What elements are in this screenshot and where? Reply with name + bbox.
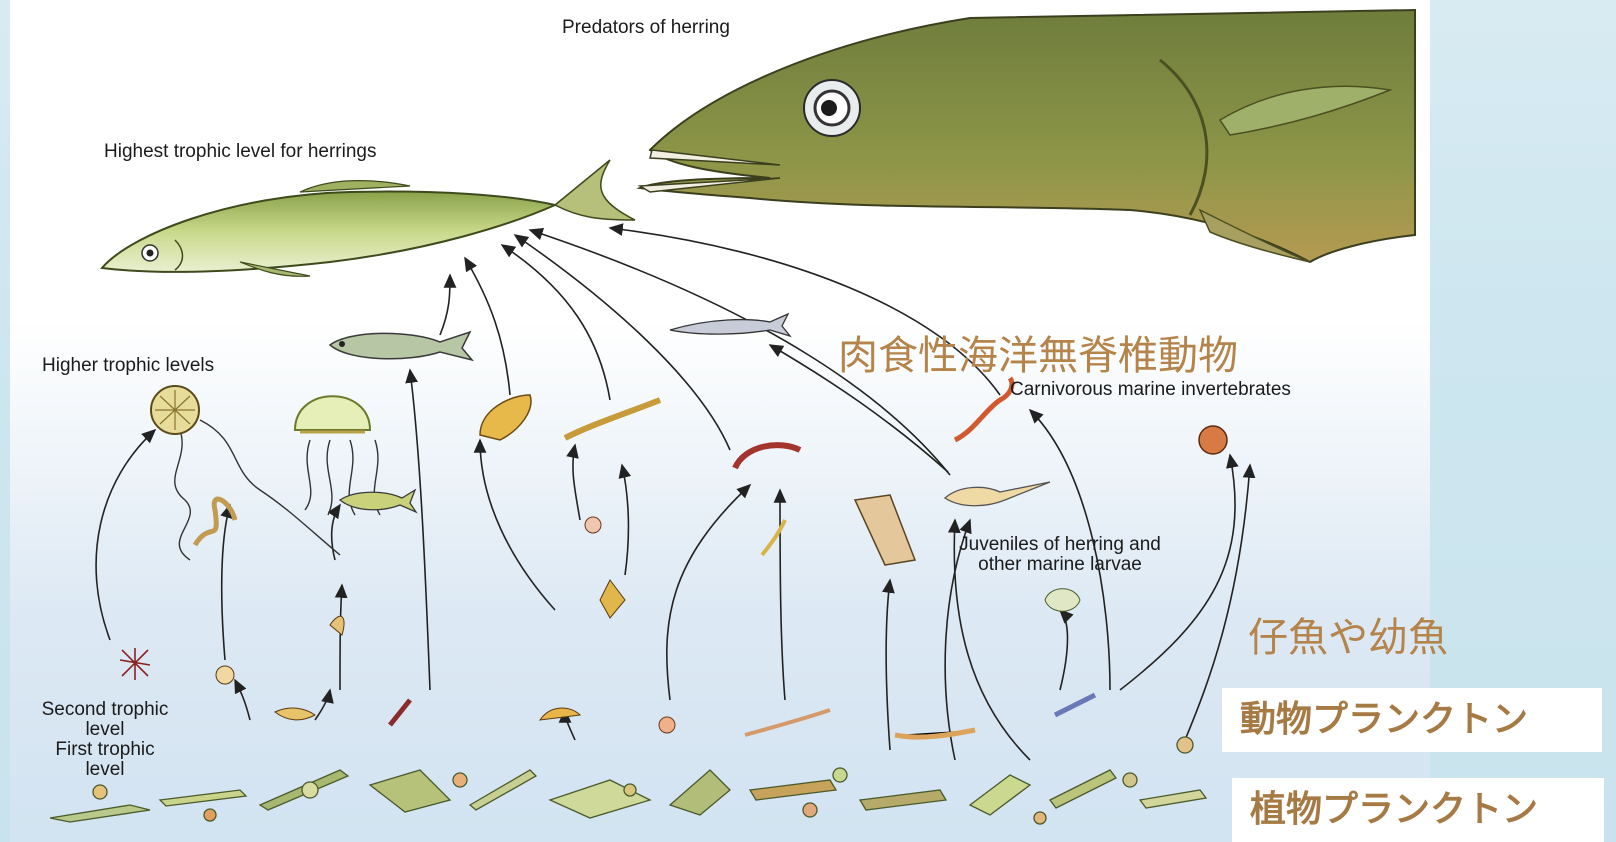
predators-label: Predators of herring xyxy=(562,18,730,38)
squid xyxy=(480,395,531,440)
shrimp-larva xyxy=(855,495,915,565)
fry-jp-label: 仔魚や幼魚 xyxy=(1248,616,1448,660)
small-fish-top xyxy=(330,332,472,360)
second-trophic-line2: level xyxy=(30,720,180,740)
first-trophic-line2: level xyxy=(30,760,180,780)
first-trophic-label: First trophic level xyxy=(30,740,180,780)
phytoplankton-jp-box: 植物プランクトン xyxy=(1232,778,1604,842)
tentacle-lines xyxy=(175,420,380,560)
amphipod xyxy=(735,445,800,468)
worm-mid xyxy=(195,499,235,545)
first-trophic-line1: First trophic xyxy=(30,740,180,760)
juveniles-label-line2: other marine larvae xyxy=(935,555,1185,575)
second-trophic-line1: Second trophic xyxy=(30,700,180,720)
polychaete xyxy=(955,378,1012,440)
arrow-worm xyxy=(565,400,660,438)
food-web-figure: Predators of herring Highest trophic lev… xyxy=(10,0,1430,842)
crab-larva xyxy=(1199,426,1227,454)
trophic-arrows xyxy=(96,228,1250,760)
carnivorous-jp-label: 肉食性海洋無脊椎動物 xyxy=(838,334,1238,378)
herring xyxy=(102,160,635,276)
juveniles-label: Juveniles of herring and other marine la… xyxy=(935,535,1185,575)
juveniles-label-line1: Juveniles of herring and xyxy=(935,535,1185,555)
food-web-illustration xyxy=(10,0,1430,842)
phytoplankton-band xyxy=(50,737,1206,824)
jellyfish xyxy=(295,396,370,432)
medusa-left xyxy=(151,386,199,434)
second-trophic-label: Second trophic level xyxy=(30,700,180,740)
larval-fish xyxy=(945,482,1050,506)
higher-trophic-label: Higher trophic levels xyxy=(42,356,214,376)
predator-fish xyxy=(640,10,1415,262)
zooplankton-jp-box: 動物プランクトン xyxy=(1222,688,1602,752)
highest-trophic-label: Highest trophic level for herrings xyxy=(104,142,376,162)
carnivorous-label: Carnivorous marine invertebrates xyxy=(1010,380,1291,400)
